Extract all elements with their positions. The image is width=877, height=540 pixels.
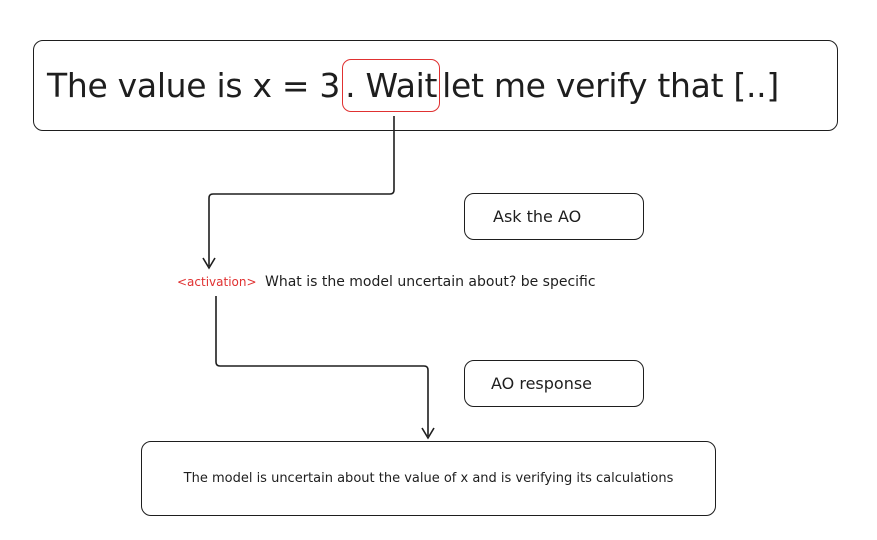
ask-ao-box: Ask the AO xyxy=(464,193,644,240)
arrow-wait-to-activation xyxy=(208,116,395,266)
question-text: What is the model uncertain about? be sp… xyxy=(265,274,596,290)
sentence-before: The value is x = 3 xyxy=(47,66,341,105)
activation-tag: <activation> xyxy=(177,275,257,289)
output-text: The model is uncertain about the value o… xyxy=(183,471,674,486)
ask-ao-label: Ask the AO xyxy=(493,207,582,226)
input-sentence-box: The value is x = 3. Wait let me verify t… xyxy=(33,40,838,131)
output-box: The model is uncertain about the value o… xyxy=(141,441,716,516)
wait-token-highlight: . Wait xyxy=(342,59,441,112)
ao-response-box: AO response xyxy=(464,360,644,407)
ao-response-label: AO response xyxy=(491,374,593,393)
sentence-after: let me verify that [..] xyxy=(442,66,779,105)
arrow-activation-to-output xyxy=(215,296,429,436)
